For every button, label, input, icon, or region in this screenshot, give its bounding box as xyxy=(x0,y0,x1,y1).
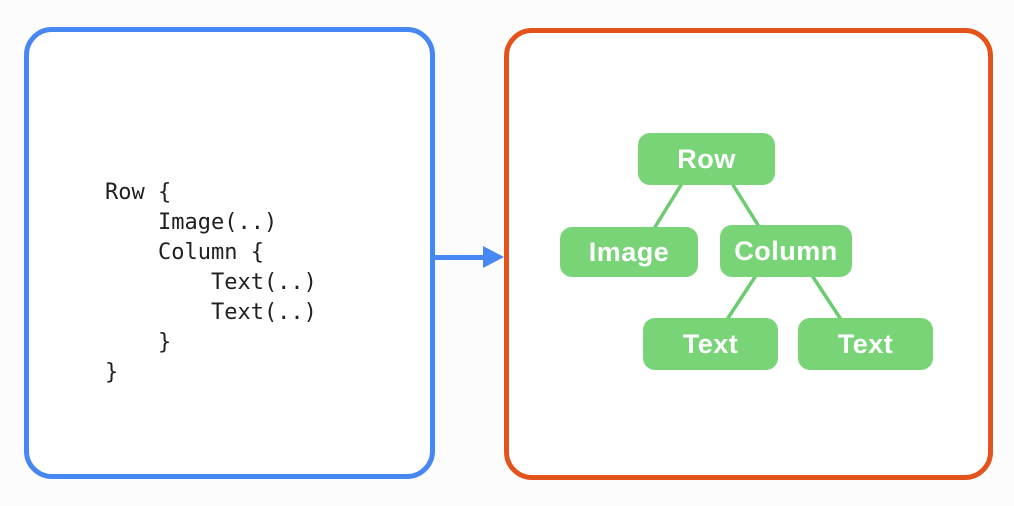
code-line: Image(..) xyxy=(105,210,278,235)
code-line: Column { xyxy=(105,240,264,265)
code-line: Text(..) xyxy=(105,300,317,325)
tree-edges-layer xyxy=(653,183,842,320)
code-panel: Row { Image(..) Column { Text(..) Text(.… xyxy=(24,27,435,479)
tree-edge-column-text2 xyxy=(811,275,842,320)
arrow-right-icon xyxy=(433,246,505,268)
tree-node-column: Column xyxy=(720,225,852,277)
code-line: Row { xyxy=(105,180,172,205)
code-line: } xyxy=(105,360,119,385)
code-block: Row { Image(..) Column { Text(..) Text(.… xyxy=(105,178,317,388)
tree-node-text-1: Text xyxy=(643,318,778,370)
code-line: Text(..) xyxy=(105,270,317,295)
tree-edge-row-image xyxy=(653,183,683,229)
tree-edge-row-column xyxy=(731,183,760,227)
tree-node-row: Row xyxy=(638,133,775,185)
code-line: } xyxy=(105,330,172,355)
ui-tree-panel: Row Image Column Text Text xyxy=(504,28,993,480)
arrow-shaft xyxy=(433,255,485,260)
tree-node-image: Image xyxy=(560,227,698,277)
tree-edge-column-text1 xyxy=(726,275,757,320)
tree-node-text-2: Text xyxy=(798,318,933,370)
arrow-head xyxy=(483,246,504,268)
